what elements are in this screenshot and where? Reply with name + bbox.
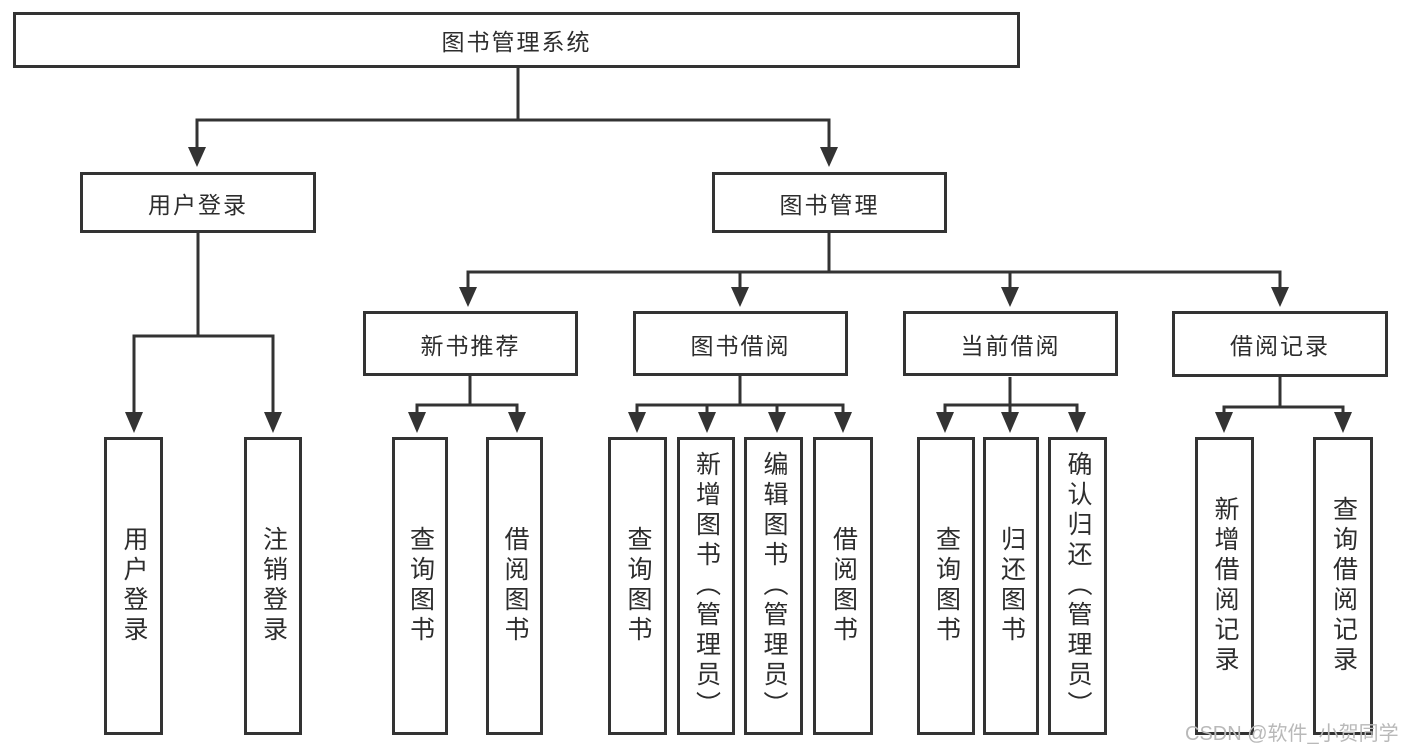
leaf-borrow-books-recommend: 借阅图书 bbox=[486, 437, 543, 735]
leaf-query-books-borrow: 查询图书 bbox=[608, 437, 667, 735]
node-borrowing-records-label: 借阅记录 bbox=[1230, 333, 1330, 359]
leaf-add-borrow-record-label: 新增借阅记录 bbox=[1211, 496, 1239, 676]
leaf-query-books-current: 查询图书 bbox=[917, 437, 975, 735]
leaf-borrow-books-label: 借阅图书 bbox=[829, 526, 858, 646]
node-root-label: 图书管理系统 bbox=[441, 29, 592, 55]
node-book-management: 图书管理 bbox=[712, 172, 947, 233]
leaf-user-login: 用户登录 bbox=[104, 437, 163, 735]
leaf-query-books-current-label: 查询图书 bbox=[932, 526, 961, 646]
leaf-query-borrow-record-label: 查询借阅记录 bbox=[1329, 496, 1358, 676]
leaf-borrow-books: 借阅图书 bbox=[813, 437, 873, 735]
csdn-watermark: CSDN @软件_小贺同学 bbox=[1185, 723, 1399, 745]
leaf-return-books: 归还图书 bbox=[983, 437, 1039, 735]
leaf-query-books-borrow-label: 查询图书 bbox=[624, 526, 652, 646]
node-book-management-label: 图书管理 bbox=[779, 191, 880, 218]
leaf-user-login-label: 用户登录 bbox=[120, 526, 148, 646]
leaf-add-books-admin-label: 新增图书（管理员） bbox=[692, 451, 721, 721]
node-book-borrowing: 图书借阅 bbox=[633, 311, 848, 376]
leaf-logout: 注销登录 bbox=[244, 437, 302, 735]
node-new-book-recommendation: 新书推荐 bbox=[363, 311, 578, 376]
leaf-return-books-label: 归还图书 bbox=[997, 526, 1026, 646]
leaf-query-books-recommend-label: 查询图书 bbox=[406, 526, 435, 646]
leaf-edit-books-admin-label: 编辑图书（管理员） bbox=[760, 451, 788, 721]
leaf-logout-label: 注销登录 bbox=[259, 526, 288, 646]
node-new-book-recommendation-label: 新书推荐 bbox=[420, 332, 521, 359]
node-borrowing-records: 借阅记录 bbox=[1172, 311, 1388, 377]
leaf-borrow-books-recommend-label: 借阅图书 bbox=[501, 526, 529, 646]
node-user-login: 用户登录 bbox=[80, 172, 316, 233]
leaf-query-books-recommend: 查询图书 bbox=[392, 437, 448, 735]
node-current-borrowing-label: 当前借阅 bbox=[960, 332, 1061, 359]
node-book-borrowing-label: 图书借阅 bbox=[690, 332, 791, 359]
node-user-login-label: 用户登录 bbox=[148, 191, 248, 218]
leaf-query-borrow-record: 查询借阅记录 bbox=[1313, 437, 1373, 735]
leaf-add-books-admin: 新增图书（管理员） bbox=[677, 437, 735, 735]
leaf-add-borrow-record: 新增借阅记录 bbox=[1195, 437, 1254, 735]
node-current-borrowing: 当前借阅 bbox=[903, 311, 1118, 376]
node-root-library-management-system: 图书管理系统 bbox=[13, 12, 1020, 68]
leaf-edit-books-admin: 编辑图书（管理员） bbox=[744, 437, 803, 735]
leaf-confirm-return-admin-label: 确认归还（管理员） bbox=[1064, 451, 1092, 721]
leaf-confirm-return-admin: 确认归还（管理员） bbox=[1048, 437, 1107, 735]
